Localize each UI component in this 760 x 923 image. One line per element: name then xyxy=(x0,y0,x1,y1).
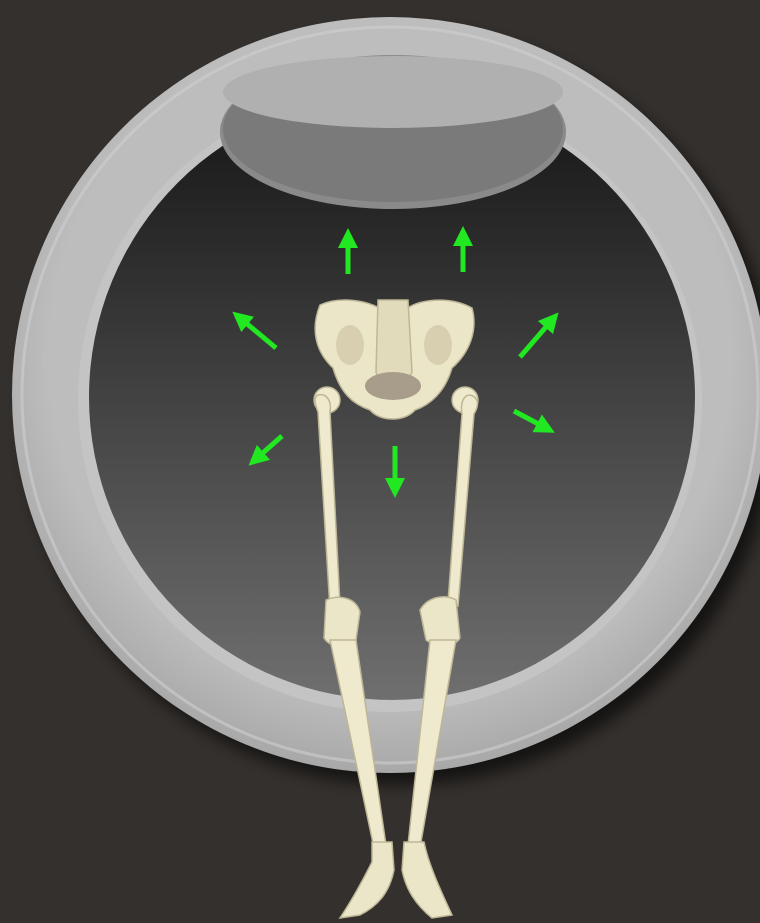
bore-top-highlight xyxy=(220,55,566,209)
pelvis xyxy=(314,300,478,419)
left-foot xyxy=(340,842,394,918)
right-foot xyxy=(402,842,452,918)
right-knee xyxy=(420,597,460,646)
left-knee xyxy=(324,597,360,645)
